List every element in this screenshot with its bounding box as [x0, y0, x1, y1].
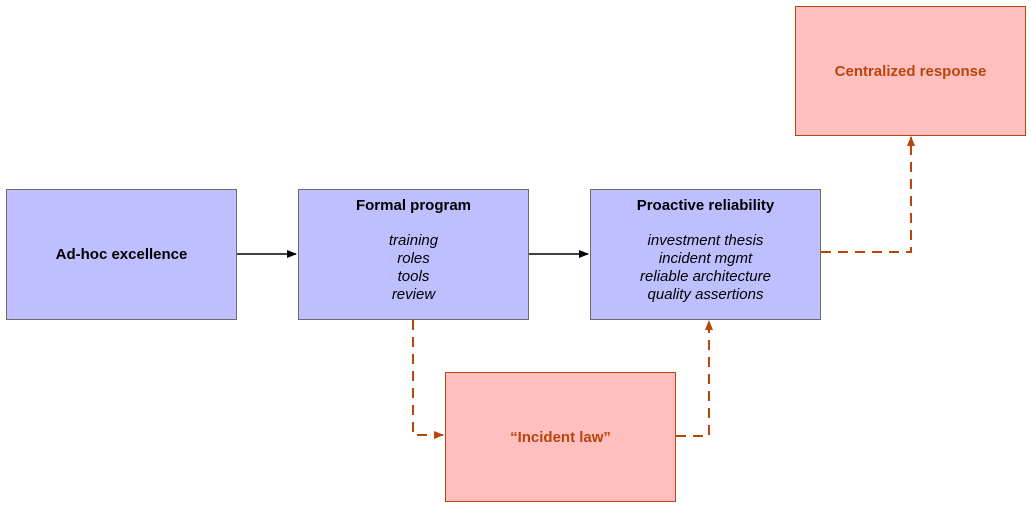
node-title: Proactive reliability	[636, 197, 775, 214]
node-items: investment thesis incident mgmt reliable…	[640, 232, 771, 304]
node-centralized-response: Centralized response	[795, 6, 1026, 136]
node-incident-law: “Incident law”	[445, 372, 676, 502]
node-proactive-reliability: Proactive reliability investment thesis …	[590, 189, 821, 320]
list-item: quality assertions	[647, 286, 764, 303]
edge-proactive-to-centralized	[821, 136, 915, 253]
node-items: training roles tools review	[389, 232, 438, 304]
list-item: training	[388, 232, 439, 249]
node-formal-program: Formal program training roles tools revi…	[298, 189, 529, 320]
node-title: Centralized response	[834, 62, 987, 80]
node-title: “Incident law”	[510, 428, 611, 446]
node-title: Formal program	[355, 197, 472, 214]
list-item: investment thesis	[647, 232, 764, 249]
list-item: tools	[397, 268, 430, 285]
node-adhoc-excellence: Ad-hoc excellence	[6, 189, 237, 320]
list-item: reliable architecture	[640, 268, 771, 285]
edge-formal-to-incident-law	[412, 320, 444, 439]
edge-incident-law-to-proactive	[676, 320, 713, 437]
list-item: review	[391, 286, 436, 303]
list-item: roles	[397, 250, 430, 267]
node-title: Ad-hoc excellence	[55, 246, 188, 263]
list-item: incident mgmt	[658, 250, 753, 267]
